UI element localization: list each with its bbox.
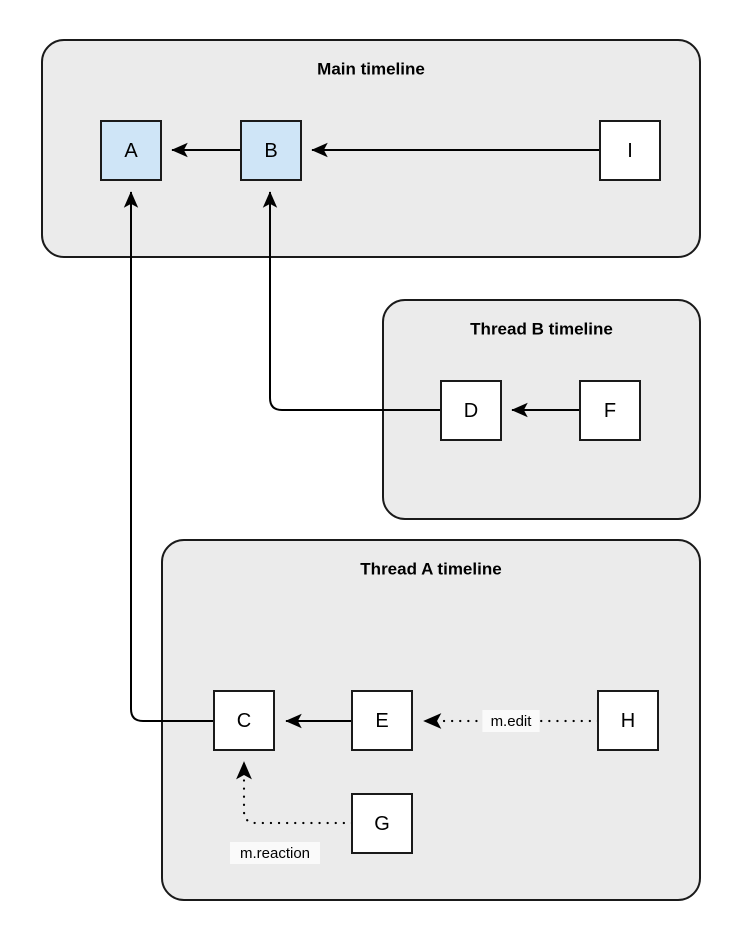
- node-label-E: E: [375, 710, 388, 732]
- panel-title-thread_a: Thread A timeline: [360, 559, 501, 578]
- edge-label-text-g-to-c: m.reaction: [240, 845, 310, 862]
- node-box-C[interactable]: [213, 690, 275, 751]
- edge-g-to-c: [236, 760, 354, 825]
- nodes-layer: A B I D F C E H G: [100, 120, 661, 854]
- edge-labels-layer: m.edit m.reaction: [230, 710, 540, 864]
- node-label-G: G: [374, 813, 390, 835]
- edge-label-plate-h-to-e: [482, 710, 540, 732]
- panel-title-main: Main timeline: [317, 59, 425, 78]
- node-E[interactable]: E: [351, 690, 413, 751]
- node-A[interactable]: A: [100, 120, 162, 181]
- panel-main: Main timeline: [41, 39, 701, 258]
- edges-layer: [123, 142, 600, 825]
- node-I[interactable]: I: [599, 120, 661, 181]
- node-box-F[interactable]: [579, 380, 641, 441]
- edge-d-to-b: [262, 191, 441, 411]
- node-D[interactable]: D: [440, 380, 502, 441]
- node-H[interactable]: H: [597, 690, 659, 751]
- edge-label-plate-g-to-c: [230, 842, 320, 864]
- edge-c-to-a: [123, 191, 214, 722]
- node-box-D[interactable]: [440, 380, 502, 441]
- edge-label-text-h-to-e: m.edit: [491, 713, 533, 730]
- edge-label-g-to-c: m.reaction: [230, 842, 320, 864]
- node-label-D: D: [464, 400, 478, 422]
- panel-title-thread_b: Thread B timeline: [470, 319, 613, 338]
- node-box-A[interactable]: [100, 120, 162, 181]
- node-label-I: I: [627, 140, 633, 162]
- node-F[interactable]: F: [579, 380, 641, 441]
- node-label-C: C: [237, 710, 251, 732]
- node-label-A: A: [124, 140, 138, 162]
- node-label-H: H: [621, 710, 635, 732]
- node-box-H[interactable]: [597, 690, 659, 751]
- node-box-B[interactable]: [240, 120, 302, 181]
- panel-background-main: [41, 39, 701, 258]
- edge-label-h-to-e: m.edit: [482, 710, 540, 732]
- node-box-G[interactable]: [351, 793, 413, 854]
- node-C[interactable]: C: [213, 690, 275, 751]
- node-label-B: B: [264, 140, 277, 162]
- node-label-F: F: [604, 400, 616, 422]
- node-B[interactable]: B: [240, 120, 302, 181]
- node-G[interactable]: G: [351, 793, 413, 854]
- node-box-E[interactable]: [351, 690, 413, 751]
- node-box-I[interactable]: [599, 120, 661, 181]
